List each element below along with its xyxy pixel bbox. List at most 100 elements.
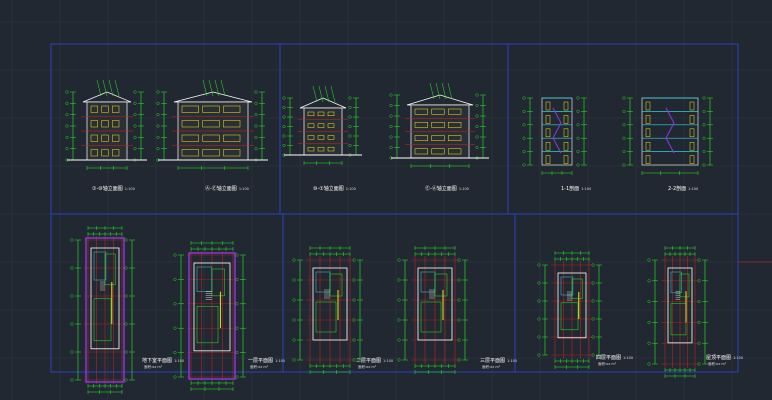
level-marker [537,281,541,285]
level-marker [397,298,401,302]
plan-4-walls [417,267,453,341]
room [211,268,225,297]
window [112,134,120,142]
leader-line [441,82,447,100]
leader-line [429,82,435,100]
window [645,128,651,138]
window [90,149,98,157]
window [202,149,220,157]
elevation-4-roof [406,94,474,106]
window [202,105,220,113]
room [560,302,579,331]
window [223,134,241,142]
window [90,134,98,142]
window [545,155,551,164]
window [223,105,241,113]
window [202,120,220,128]
stair [552,107,562,154]
level-marker [622,163,626,167]
level-marker [282,105,286,109]
window [431,108,445,115]
leader-line [435,82,441,100]
leader-line [318,85,324,103]
level-marker [65,135,69,139]
level-marker [133,90,137,94]
leader-line [96,79,102,97]
room [679,273,690,298]
level-marker [70,378,74,382]
window [414,148,428,155]
leader-line [447,82,453,100]
level-marker [475,145,479,149]
plan-5-walls [557,272,587,339]
level-marker [537,353,541,357]
window [563,141,569,151]
scale-text: 1:100 [581,187,592,191]
title-text: ①-⑩轴立面图 [92,186,123,192]
window [563,128,569,138]
level-marker [622,150,626,154]
plan-2-site-boundary [188,252,236,380]
room [560,276,574,296]
window [181,120,199,128]
level-marker [133,113,137,117]
scale-text: 1:100 [174,359,185,363]
level-marker [397,338,401,342]
level-marker [522,96,526,100]
level-marker [282,134,286,138]
window [645,101,651,111]
plan-6-walls [667,267,693,344]
window [181,105,199,113]
level-marker [173,351,177,355]
level-marker [156,135,160,139]
level-marker [292,278,296,282]
level-marker [475,103,479,107]
level-marker [348,115,352,119]
level-marker [537,299,541,303]
room [670,271,682,294]
level-marker [348,124,352,128]
scale-text: 1:100 [458,187,469,191]
elevation-1-roof [82,91,132,103]
window [645,155,651,164]
title-text: Ⓔ-Ⓐ轴立面图 [425,186,457,192]
title-text: 2-2剖面 [668,186,687,192]
scale-text: 1:100 [383,359,394,363]
window [448,148,462,155]
level-marker [576,163,580,167]
level-marker [622,123,626,127]
area-text: 面积:xx m² [250,365,269,369]
window [545,141,551,151]
leader-line [312,85,318,103]
window [545,128,551,138]
title-text: 1-1剖面 [561,186,580,192]
level-marker [173,277,177,281]
level-marker [348,105,352,109]
plan-1-walls [90,247,120,350]
window [414,135,428,141]
window [563,101,569,111]
window [448,122,462,128]
plan-1-site-boundary [85,237,125,383]
level-marker [292,338,296,342]
window [223,149,241,157]
room [315,271,331,293]
level-marker [156,124,160,128]
window [181,134,199,142]
room [315,301,337,333]
level-marker [70,294,74,298]
window [689,128,695,138]
leader-line [330,85,336,103]
window [101,105,109,113]
title-text: ⑩-①轴立面图 [313,186,344,192]
window [689,155,695,164]
level-marker [647,341,651,345]
level-marker [475,93,479,97]
window [645,115,651,124]
